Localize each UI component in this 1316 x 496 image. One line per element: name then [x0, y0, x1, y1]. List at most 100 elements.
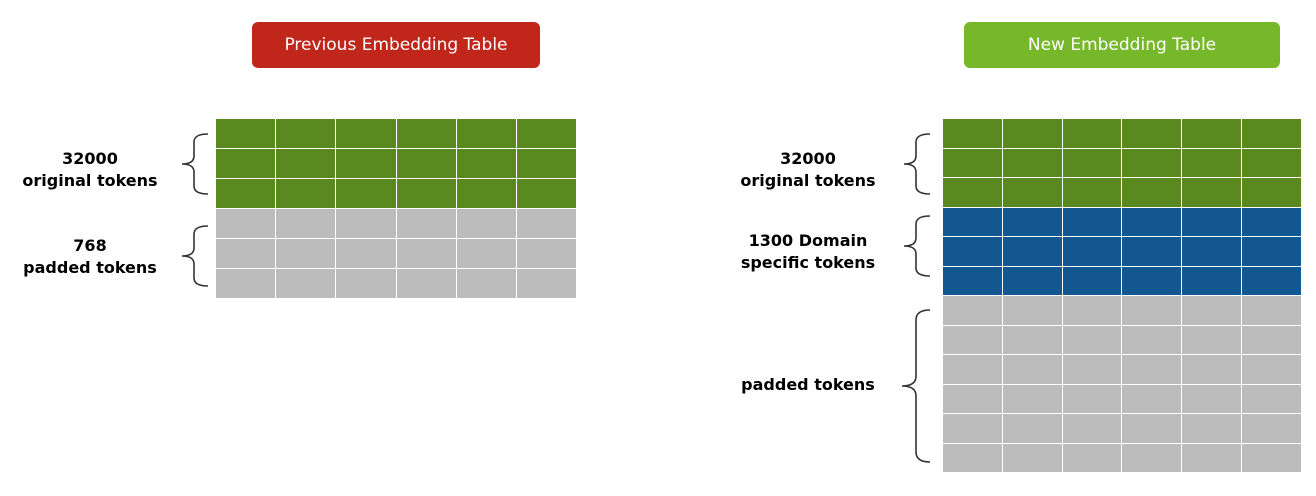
table-cell-domain — [1002, 237, 1062, 266]
table-cell-original — [1002, 119, 1062, 148]
right-domain-desc: specific tokens — [740, 253, 876, 272]
table-cell-domain — [1062, 237, 1122, 266]
table-cell-padded — [276, 269, 336, 298]
right-domain-brace — [903, 215, 931, 277]
table-cell-original — [216, 149, 276, 178]
table-cell-original — [1182, 178, 1242, 207]
left-original-label: 32000 original tokens — [0, 148, 180, 192]
table-cell-padded — [1182, 384, 1242, 413]
right-original-brace — [903, 133, 931, 195]
table-cell-original — [1242, 178, 1301, 207]
table-cell-domain — [1242, 266, 1301, 295]
table-cell-original — [516, 179, 576, 208]
table-cell-padded — [1122, 443, 1182, 472]
table-cell-original — [1062, 148, 1122, 177]
left-padded-desc: padded tokens — [23, 258, 157, 277]
table-cell-padded — [1002, 414, 1062, 443]
table-cell-domain — [1002, 266, 1062, 295]
right-original-count: 32000 — [780, 149, 836, 168]
table-cell-original — [516, 119, 576, 148]
table-cell-padded — [1062, 325, 1122, 354]
table-cell-padded — [396, 269, 456, 298]
table-cell-padded — [1122, 325, 1182, 354]
table-cell-original — [336, 149, 396, 178]
right-original-desc: original tokens — [740, 171, 876, 190]
table-cell-domain — [1062, 207, 1122, 236]
table-cell-original — [456, 179, 516, 208]
table-cell-padded — [943, 384, 1002, 413]
table-cell-original — [216, 119, 276, 148]
table-cell-domain — [1002, 207, 1062, 236]
table-cell-padded — [943, 355, 1002, 384]
table-cell-original — [943, 148, 1002, 177]
table-cell-padded — [1242, 384, 1301, 413]
table-cell-padded — [1002, 384, 1062, 413]
left-original-brace — [181, 133, 209, 195]
table-cell-original — [216, 179, 276, 208]
left-original-count: 32000 — [62, 149, 118, 168]
table-cell-domain — [1182, 207, 1242, 236]
table-cell-padded — [396, 239, 456, 268]
table-cell-padded — [1002, 443, 1062, 472]
table-cell-original — [1242, 148, 1301, 177]
left-padded-label: 768 padded tokens — [0, 235, 180, 279]
table-cell-original — [1182, 148, 1242, 177]
table-cell-domain — [943, 266, 1002, 295]
table-cell-original — [336, 119, 396, 148]
table-cell-padded — [276, 209, 336, 238]
table-cell-padded — [1122, 355, 1182, 384]
right-domain-label: 1300 Domain specific tokens — [718, 230, 898, 274]
right-padded-desc: padded tokens — [741, 375, 875, 394]
table-cell-padded — [456, 209, 516, 238]
table-cell-padded — [1062, 384, 1122, 413]
previous-table-title: Previous Embedding Table — [252, 22, 540, 68]
table-cell-padded — [1182, 325, 1242, 354]
table-cell-padded — [1062, 296, 1122, 325]
table-cell-padded — [336, 209, 396, 238]
right-padded-brace — [901, 309, 931, 463]
table-cell-padded — [216, 269, 276, 298]
new-embedding-table — [943, 119, 1301, 472]
table-cell-domain — [1182, 237, 1242, 266]
table-cell-domain — [943, 237, 1002, 266]
table-cell-padded — [336, 239, 396, 268]
table-cell-domain — [1062, 266, 1122, 295]
table-cell-original — [336, 179, 396, 208]
right-domain-count: 1300 Domain — [748, 231, 868, 250]
table-cell-padded — [456, 239, 516, 268]
table-cell-original — [1122, 119, 1182, 148]
table-cell-original — [1242, 119, 1301, 148]
table-cell-padded — [1242, 414, 1301, 443]
table-cell-original — [1182, 119, 1242, 148]
left-original-desc: original tokens — [22, 171, 158, 190]
table-cell-domain — [1122, 237, 1182, 266]
table-cell-padded — [276, 239, 336, 268]
previous-embedding-table — [216, 119, 576, 298]
right-padded-label: padded tokens — [718, 374, 898, 396]
table-cell-padded — [1122, 384, 1182, 413]
table-cell-padded — [1002, 355, 1062, 384]
table-cell-original — [1062, 178, 1122, 207]
table-cell-domain — [1122, 207, 1182, 236]
table-cell-original — [276, 179, 336, 208]
table-cell-padded — [1002, 296, 1062, 325]
table-cell-original — [1062, 119, 1122, 148]
left-padded-brace — [181, 225, 209, 287]
table-cell-padded — [1182, 355, 1242, 384]
table-cell-original — [1122, 148, 1182, 177]
table-cell-original — [276, 119, 336, 148]
table-cell-padded — [516, 209, 576, 238]
table-cell-original — [396, 119, 456, 148]
table-cell-domain — [1242, 237, 1301, 266]
table-cell-original — [456, 149, 516, 178]
table-cell-original — [1002, 178, 1062, 207]
table-cell-original — [1002, 148, 1062, 177]
table-cell-domain — [1122, 266, 1182, 295]
table-cell-padded — [336, 269, 396, 298]
table-cell-padded — [516, 269, 576, 298]
right-original-label: 32000 original tokens — [718, 148, 898, 192]
table-cell-padded — [1062, 443, 1122, 472]
table-cell-padded — [1242, 296, 1301, 325]
left-padded-count: 768 — [73, 236, 107, 255]
table-cell-padded — [1182, 296, 1242, 325]
